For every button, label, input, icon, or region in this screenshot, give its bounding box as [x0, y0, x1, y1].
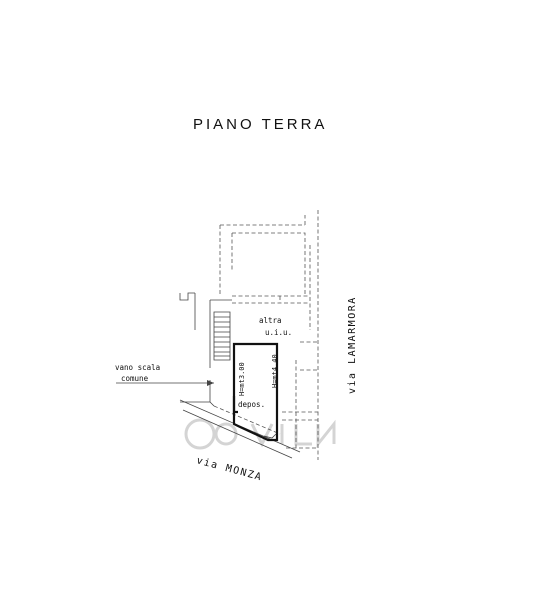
label-stairwell: vano scala	[115, 363, 160, 372]
height-label-4-40: H=mt4.40	[271, 354, 279, 388]
adjacent-building-outline	[219, 210, 319, 460]
stairwell-pointer-arrow	[116, 380, 214, 386]
label-stairwell-common: comune	[121, 374, 149, 383]
plan-title: PIANO TERRA	[193, 116, 327, 133]
stair-treads	[213, 311, 231, 361]
stairwell-outline	[179, 292, 232, 407]
label-other-unit: altra	[259, 316, 282, 325]
watermark-logo	[184, 418, 336, 450]
label-depot: depos.	[238, 400, 265, 409]
height-label-3-00: H=mt3.00	[238, 362, 246, 396]
depot-unit-outline	[232, 342, 279, 442]
street-via-monza: via MONZA	[195, 455, 263, 483]
label-other-unit-abbrev: u.i.u.	[265, 328, 292, 337]
street-via-lamarmora: via LAMARMORA	[347, 296, 358, 394]
